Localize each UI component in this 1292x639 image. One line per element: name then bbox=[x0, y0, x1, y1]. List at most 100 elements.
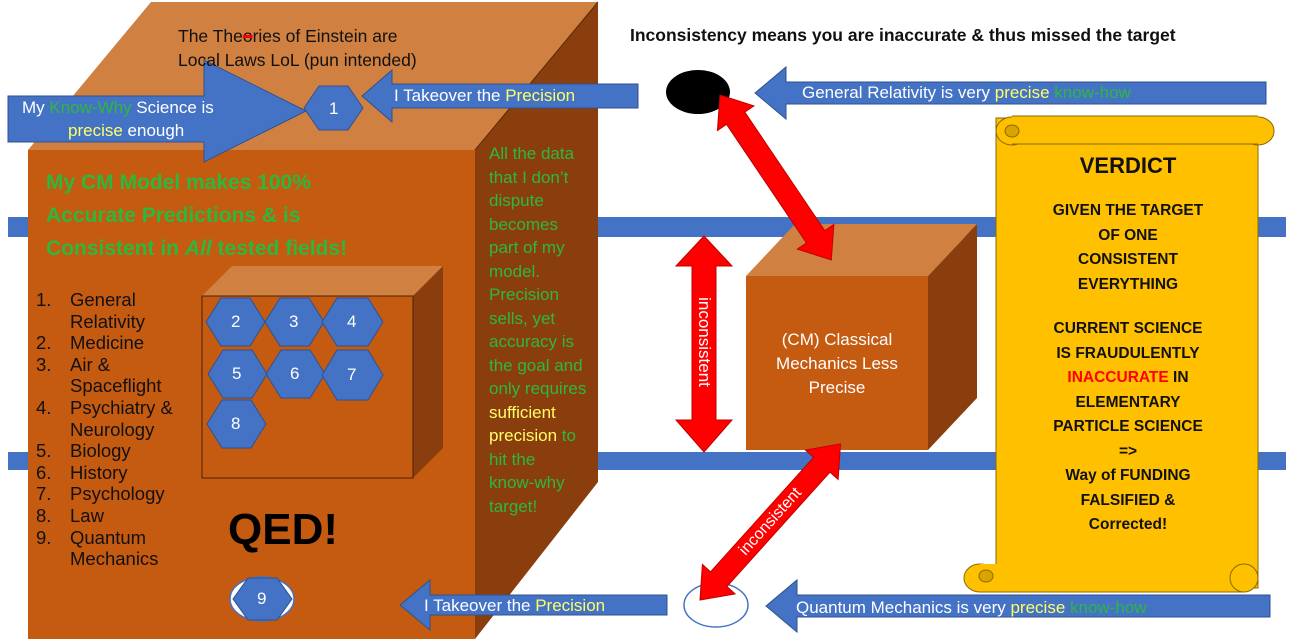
field-item-line: 4. Psychiatry & bbox=[36, 397, 173, 419]
hex-label-5: 5 bbox=[232, 364, 242, 383]
hex-label-9: 9 bbox=[257, 589, 267, 608]
field-item-line: Spaceflight bbox=[36, 375, 173, 397]
arrow-takeover-bottom bbox=[399, 578, 668, 632]
field-item-line: 1. General bbox=[36, 289, 173, 311]
field-label: Air & bbox=[70, 353, 111, 375]
verdict-title: VERDICT bbox=[1079, 153, 1177, 178]
field-item-line: 3. Air & bbox=[36, 354, 173, 376]
hex-label-1: 1 bbox=[329, 99, 339, 118]
field-number: 9. bbox=[36, 526, 52, 548]
field-label: Relativity bbox=[70, 310, 146, 332]
general-relativity-text: General Relativity is very precise know-… bbox=[802, 83, 1131, 102]
field-item-line: 9. Quantum bbox=[36, 527, 173, 549]
field-number: 7. bbox=[36, 483, 52, 505]
side-text-line: only requires bbox=[489, 379, 587, 398]
big-box-side bbox=[475, 2, 598, 639]
field-item-line: Relativity bbox=[36, 311, 173, 333]
hex-label-2: 2 bbox=[231, 312, 241, 331]
inconsistent-label-vertical: inconsistent bbox=[694, 297, 714, 387]
side-text-line: dispute bbox=[489, 191, 544, 210]
field-label: Mechanics bbox=[70, 548, 159, 570]
red-arrow-diagonal-bottom bbox=[699, 443, 842, 601]
side-face-text: All the data that I don’t dispute becomes pa… bbox=[489, 142, 586, 518]
field-number: 1. bbox=[36, 289, 52, 310]
arrow-takeover-top bbox=[361, 68, 639, 124]
field-number: 3. bbox=[36, 353, 52, 375]
field-label: Law bbox=[70, 504, 104, 526]
field-number: 6. bbox=[36, 461, 52, 483]
field-item-line: 6. History bbox=[36, 462, 173, 484]
hex-label-8: 8 bbox=[231, 414, 241, 433]
field-number: 5. bbox=[36, 440, 52, 462]
side-text-line: part of my bbox=[489, 238, 565, 257]
inner-box-side bbox=[413, 266, 443, 478]
verdict-scroll bbox=[963, 115, 1275, 593]
field-item-line: 5. Biology bbox=[36, 440, 173, 462]
hexagon-1 bbox=[303, 85, 364, 131]
einstein-note-line1: The Theories of Einstein are bbox=[178, 26, 398, 46]
field-label: Psychology bbox=[70, 483, 165, 505]
field-label: Biology bbox=[70, 440, 131, 462]
know-why-arrow-text: My Know-Why Science is precise enough bbox=[22, 98, 214, 140]
field-number: 4. bbox=[36, 396, 52, 418]
verdict-text: VERDICT GIVEN THE TARGET OF ONE CONSISTE… bbox=[1000, 151, 1256, 538]
side-text-line: precision to bbox=[489, 426, 576, 445]
qed-label: QED! bbox=[228, 505, 338, 554]
hexagon-4 bbox=[321, 297, 384, 347]
side-text-line: hit the bbox=[489, 449, 536, 469]
field-item-line: 2. Medicine bbox=[36, 332, 173, 354]
cm-box-front bbox=[746, 276, 928, 450]
field-label: Psychiatry & bbox=[70, 396, 173, 418]
target-black bbox=[666, 70, 730, 114]
field-label: General bbox=[70, 289, 136, 310]
side-text-line: becomes bbox=[489, 214, 558, 234]
takeover-bottom-text: I Takeover the Precision bbox=[424, 596, 606, 615]
side-text-line: sells, yet bbox=[489, 308, 556, 328]
field-number: 8. bbox=[36, 504, 52, 526]
side-text-line: the goal and bbox=[489, 355, 583, 375]
hex-label-4: 4 bbox=[347, 312, 357, 331]
field-label: Spaceflight bbox=[70, 375, 162, 397]
hexagon-8 bbox=[206, 399, 267, 449]
cm-box-side bbox=[928, 224, 977, 450]
field-item-line: 7. Psychology bbox=[36, 483, 173, 505]
hexagon-7 bbox=[321, 349, 384, 401]
side-text-line: target! bbox=[489, 496, 538, 516]
field-number: 2. bbox=[36, 332, 52, 354]
red-arrow-vertical bbox=[674, 235, 734, 453]
field-label: Medicine bbox=[70, 332, 145, 354]
side-text-line: sufficient bbox=[489, 402, 556, 422]
side-text-line: know-why bbox=[489, 473, 565, 492]
field-label: Neurology bbox=[70, 418, 155, 440]
arrow-quantum-mechanics bbox=[765, 578, 1271, 634]
takeover-top-text: I Takeover the Precision bbox=[394, 86, 576, 105]
einstein-note-line2: Local Laws LoL (pun intended) bbox=[178, 50, 417, 70]
cm-model-claim: My CM Model makes 100% Accurate Predicti… bbox=[46, 171, 348, 260]
red-arrow-diagonal-top bbox=[716, 94, 835, 261]
side-text-line: accuracy is bbox=[489, 332, 575, 351]
side-text-line: All the data bbox=[489, 144, 575, 163]
side-text-line: Precision bbox=[489, 285, 559, 304]
inner-box-top bbox=[202, 266, 443, 296]
field-item-line: 8. Law bbox=[36, 505, 173, 527]
struck-letter: o bbox=[242, 26, 253, 46]
hex-label-6: 6 bbox=[290, 364, 300, 383]
quantum-mechanics-text: Quantum Mechanics is very precise know-h… bbox=[796, 598, 1147, 617]
arrow-know-why bbox=[7, 59, 308, 163]
hexagon-9 bbox=[232, 577, 293, 621]
field-item-line: Neurology bbox=[36, 419, 173, 441]
hex-label-7: 7 bbox=[347, 365, 357, 384]
hex-label-3: 3 bbox=[289, 312, 299, 331]
headline: Inconsistency means you are inaccurate &… bbox=[630, 25, 1176, 45]
einstein-note: The Theories of Einstein are Local Laws … bbox=[178, 24, 417, 72]
cm-box-text: (CM) Classical Mechanics Less Precise bbox=[776, 330, 898, 397]
field-item-line: Mechanics bbox=[36, 548, 173, 570]
side-text-line: model. bbox=[489, 261, 541, 281]
field-label: History bbox=[70, 461, 128, 483]
side-text-line: that I don’t bbox=[489, 167, 569, 187]
hexagons bbox=[205, 85, 384, 449]
arrow-general-relativity bbox=[754, 65, 1267, 121]
field-label: Quantum bbox=[70, 526, 147, 548]
